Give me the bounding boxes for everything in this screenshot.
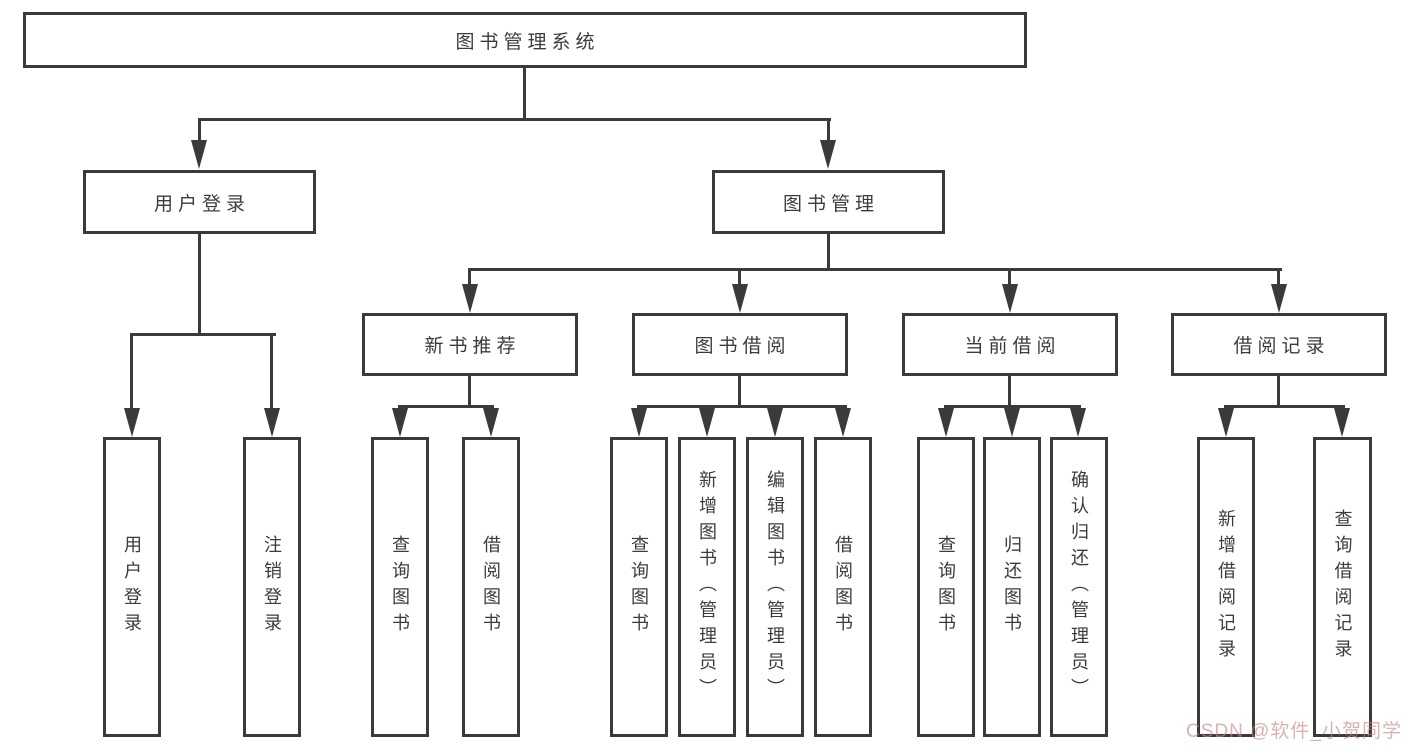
node-borrowing-records: 借阅记录: [1171, 313, 1387, 376]
node-current-borrowing: 当前借阅: [902, 313, 1118, 376]
arrowhead-down-icon: [1004, 408, 1020, 437]
watermark-text: CSDN @软件_小贺同学: [1186, 721, 1402, 742]
node-logout-login-leaf: 注销登录: [243, 437, 301, 737]
arrowhead-down-icon: [938, 408, 954, 437]
node-query-borrow-record: 查询借阅记录: [1313, 437, 1372, 737]
connector-book-borrowing-rail: [637, 405, 847, 408]
connector-new-book-rail: [398, 405, 494, 408]
arrowhead-down-icon: [699, 408, 715, 437]
connector-user-login-rail: [130, 333, 276, 336]
arrowhead-down-icon: [835, 408, 851, 437]
connector-borrowing-records-rail: [1224, 405, 1345, 408]
connector-user-login-stem: [198, 234, 201, 336]
connector-drop-new-book: [468, 268, 471, 287]
node-user-login: 用户登录: [83, 170, 316, 234]
node-return-books-leaf: 归还图书: [983, 437, 1041, 737]
connector-book-management-stem: [827, 234, 830, 271]
connector-root-rail: [198, 118, 831, 121]
arrowhead-down-icon: [1334, 408, 1350, 437]
node-query-books-current: 查询图书: [917, 437, 975, 737]
connector-drop-book-borrowing: [738, 268, 741, 287]
arrowhead-down-icon: [767, 408, 783, 437]
node-confirm-return-admin: 确认归还（管理员）: [1050, 437, 1108, 737]
connector-drop-borrowing-records: [1277, 268, 1280, 287]
node-user-login-leaf: 用户登录: [103, 437, 161, 737]
connector-new-book-stem: [468, 374, 471, 408]
arrowhead-down-icon: [124, 408, 140, 437]
arrowhead-down-icon: [264, 408, 280, 437]
node-new-book-recommendation: 新书推荐: [362, 313, 578, 376]
connector-current-borrowing-rail: [944, 405, 1081, 408]
node-edit-books-admin: 编辑图书（管理员）: [746, 437, 804, 737]
connector-book-borrowing-stem: [738, 374, 741, 408]
arrowhead-down-icon: [1271, 284, 1287, 313]
node-library-system: 图书管理系统: [23, 12, 1027, 68]
arrowhead-down-icon: [191, 140, 207, 169]
node-add-books-admin: 新增图书（管理员）: [678, 437, 736, 737]
connector-book-management-rail: [468, 268, 1282, 271]
connector-current-borrowing-stem: [1008, 374, 1011, 408]
arrowhead-down-icon: [1070, 408, 1086, 437]
connector-drop-user-login-leaf: [130, 333, 133, 411]
node-borrow-books-leaf: 借阅图书: [814, 437, 872, 737]
connector-drop-logout-leaf: [270, 333, 273, 411]
connector-drop-user-login: [198, 118, 201, 144]
node-book-management: 图书管理: [712, 170, 945, 234]
arrowhead-down-icon: [631, 408, 647, 437]
connector-drop-book-management: [827, 118, 830, 144]
connector-borrowing-records-stem: [1277, 374, 1280, 408]
connector-root-stem: [523, 67, 526, 121]
arrowhead-down-icon: [483, 408, 499, 437]
connector-drop-current-borrowing: [1008, 268, 1011, 287]
node-book-borrowing: 图书借阅: [632, 313, 848, 376]
arrowhead-down-icon: [462, 284, 478, 313]
arrowhead-down-icon: [1002, 284, 1018, 313]
node-add-borrow-record: 新增借阅记录: [1197, 437, 1255, 737]
node-query-books-recommend: 查询图书: [371, 437, 429, 737]
node-query-books-borrowing: 查询图书: [610, 437, 668, 737]
arrowhead-down-icon: [820, 140, 836, 169]
arrowhead-down-icon: [1218, 408, 1234, 437]
arrowhead-down-icon: [392, 408, 408, 437]
arrowhead-down-icon: [732, 284, 748, 313]
node-borrow-books-recommend: 借阅图书: [462, 437, 520, 737]
